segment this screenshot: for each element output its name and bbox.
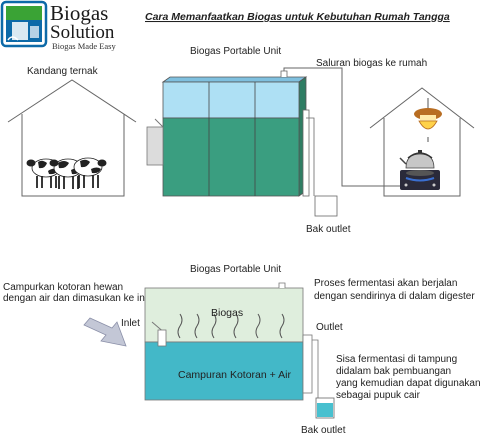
logo-tagline: Biogas Made Easy [52,41,116,51]
sisa-note-line-4: sebagai pupuk cair [336,390,421,401]
saluran-label: Saluran biogas ke rumah [316,58,427,69]
lamp-icon [414,98,442,142]
bottom-bak-label: Bak outlet [301,425,346,435]
sisa-note-line-1: Sisa fermentasi di tampung [336,354,457,365]
logo-line1: Biogas [50,1,108,25]
stove-icon [400,170,440,190]
logo-line2: Solution [50,22,115,43]
biogas-label: Biogas [211,307,243,319]
top-unit-label: Biogas Portable Unit [190,46,281,57]
input-note-line-1: Campurkan kotoran hewan [3,282,123,293]
bottom-unit-label: Biogas Portable Unit [190,264,281,275]
outlet-label: Outlet [316,322,343,333]
inlet-label: Inlet [121,318,140,329]
top-biogas-tank [146,76,338,217]
input-note: Campurkan kotoran hewan dengan air dan d… [3,282,156,304]
kettle-icon [399,150,435,169]
digester [144,282,319,401]
gas-bubbles [177,313,285,339]
sisa-note-line-2: didalam bak pembuangan [336,366,451,377]
kandang-label: Kandang ternak [27,66,99,77]
gas-pipe [283,67,400,187]
bottom-bak-outlet [315,397,335,419]
cow-icon [26,157,107,189]
ferment-note-line-2: dengan sendirinya di dalam digester [314,291,475,302]
sisa-note-line-3: yang kemudian dapat digunakan [336,378,480,389]
arrow-icon [83,317,127,347]
logo: Biogas Solution Biogas Made Easy [0,0,116,51]
barn [7,79,137,197]
ferment-note: Proses fermentasi akan berjalan dengan s… [314,278,475,302]
house [369,87,475,197]
input-note-line-2: dengan air dan dimasukan ke inlet [3,293,156,304]
page-title: Cara Memanfaatkan Biogas untuk Kebutuhan… [145,11,450,23]
ferment-note-line-1: Proses fermentasi akan berjalan [314,278,457,289]
logo-icon [0,0,48,48]
sisa-note: Sisa fermentasi di tampung didalam bak p… [336,354,480,401]
top-bak-label: Bak outlet [306,224,351,235]
mix-label: Campuran Kotoran + Air [178,369,291,381]
